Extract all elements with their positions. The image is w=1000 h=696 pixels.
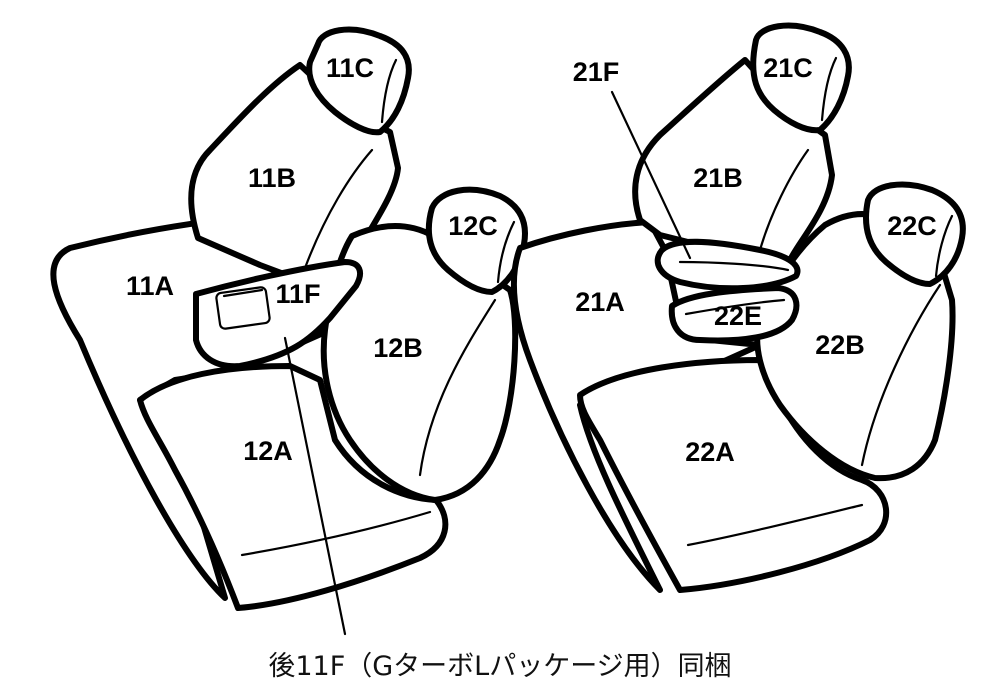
label-21B: 21B	[693, 163, 743, 193]
leader-line-11F	[283, 336, 347, 636]
label-11A: 11A	[126, 271, 174, 301]
label-12B: 12B	[373, 333, 423, 363]
part-21F	[654, 238, 801, 292]
part-11F	[193, 259, 363, 370]
label-21A: 21A	[575, 287, 625, 317]
part-22A	[577, 357, 890, 593]
label-22C: 22C	[887, 211, 937, 241]
left-seat-set	[50, 26, 528, 611]
label-12C: 12C	[448, 211, 498, 241]
label-22E: 22E	[714, 301, 762, 331]
label-11B: 11B	[248, 163, 296, 193]
label-21F: 21F	[573, 57, 620, 87]
part-21C	[750, 22, 852, 134]
label-22A: 22A	[685, 437, 735, 467]
right-seat-set	[510, 22, 966, 593]
label-11C: 11C	[326, 53, 374, 83]
leader-line-21F	[610, 90, 692, 260]
label-11F: 11F	[275, 279, 320, 309]
label-21C: 21C	[763, 53, 813, 83]
armrest-lid-11F	[215, 286, 271, 330]
label-22B: 22B	[815, 330, 865, 360]
caption-note: 後11F（GターボLパッケージ用）同梱	[268, 651, 732, 682]
label-12A: 12A	[243, 436, 293, 466]
